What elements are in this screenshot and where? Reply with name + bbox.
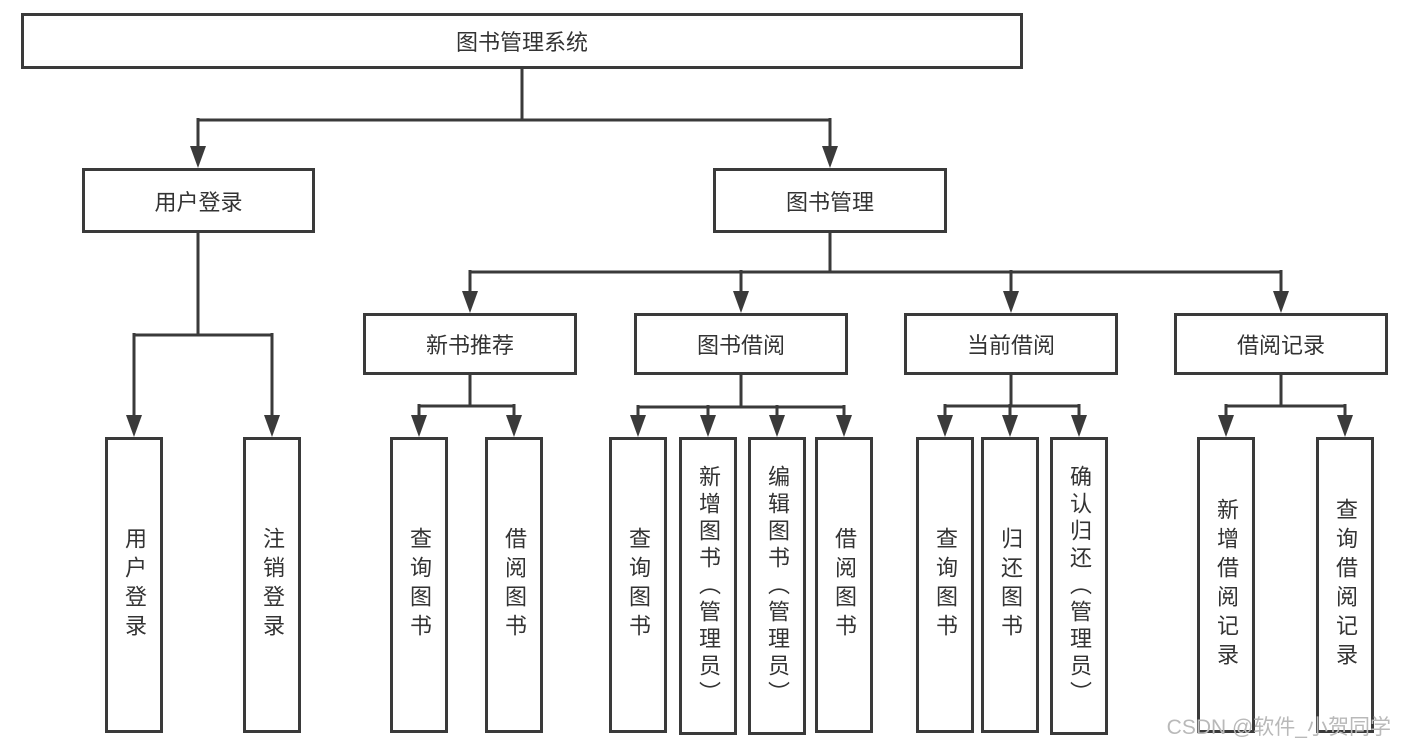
arrow-icon (1273, 291, 1289, 313)
arrow-icon (190, 146, 206, 168)
arrow-icon (1002, 415, 1018, 437)
node-user-login: 用户登录 (82, 168, 315, 233)
leaf-nbr-borrow-books: 借阅图书 (485, 437, 543, 733)
node-book-borrowing: 图书借阅 (634, 313, 848, 375)
leaf-cb-confirm-return-admin: 确认归还（管理员） (1050, 437, 1108, 735)
node-label: 查询图书 (407, 527, 432, 643)
leaf-logout: 注销登录 (243, 437, 301, 733)
leaf-user-login: 用户登录 (105, 437, 163, 733)
arrow-icon (1337, 415, 1353, 437)
node-label: 借阅图书 (502, 527, 527, 643)
arrow-icon (1003, 291, 1019, 313)
arrow-icon (937, 415, 953, 437)
node-label: 借阅图书 (832, 527, 857, 643)
leaf-br-add-record: 新增借阅记录 (1197, 437, 1255, 733)
arrow-icon (822, 146, 838, 168)
arrow-icon (700, 415, 716, 437)
node-label: 新书推荐 (425, 333, 514, 358)
leaf-bb-query-books: 查询图书 (609, 437, 667, 733)
arrow-icon (1071, 415, 1087, 437)
leaf-cb-query-books: 查询图书 (916, 437, 974, 733)
arrow-icon (1218, 415, 1234, 437)
csdn-watermark: CSDN @软件_小贺同学 (1166, 716, 1391, 739)
node-current-borrowing: 当前借阅 (904, 313, 1118, 375)
node-label: 新增图书（管理员） (696, 464, 721, 708)
arrow-icon (630, 415, 646, 437)
node-label: 查询图书 (933, 527, 958, 643)
leaf-bb-add-books-admin: 新增图书（管理员） (679, 437, 737, 735)
arrow-icon (506, 415, 522, 437)
node-label: 查询借阅记录 (1333, 498, 1358, 672)
node-label: 借阅记录 (1236, 333, 1325, 358)
node-root: 图书管理系统 (21, 13, 1023, 69)
arrow-icon (462, 291, 478, 313)
node-label: 当前借阅 (966, 333, 1055, 358)
node-label: 用户登录 (154, 189, 243, 215)
node-new-book-recommend: 新书推荐 (363, 313, 577, 375)
leaf-nbr-query-books: 查询图书 (390, 437, 448, 733)
arrow-icon (126, 415, 142, 437)
arrow-icon (264, 415, 280, 437)
leaf-br-query-record: 查询借阅记录 (1316, 437, 1374, 733)
arrow-icon (733, 291, 749, 313)
node-label: 归还图书 (998, 527, 1023, 643)
leaf-bb-borrow-books: 借阅图书 (815, 437, 873, 733)
node-label: 编辑图书（管理员） (765, 464, 790, 708)
node-label: 用户登录 (122, 527, 147, 643)
arrow-icon (411, 415, 427, 437)
node-label: 图书管理 (785, 189, 874, 215)
leaf-bb-edit-books-admin: 编辑图书（管理员） (748, 437, 806, 735)
node-label: 图书管理系统 (455, 30, 588, 55)
node-label: 图书借阅 (696, 333, 785, 358)
arrow-icon (836, 415, 852, 437)
node-label: 新增借阅记录 (1214, 498, 1239, 672)
node-borrow-records: 借阅记录 (1174, 313, 1388, 375)
node-label: 注销登录 (260, 527, 285, 643)
arrow-icon (769, 415, 785, 437)
node-label: 查询图书 (626, 527, 651, 643)
node-book-management: 图书管理 (713, 168, 947, 233)
node-label: 确认归还（管理员） (1067, 464, 1092, 708)
leaf-cb-return-books: 归还图书 (981, 437, 1039, 733)
